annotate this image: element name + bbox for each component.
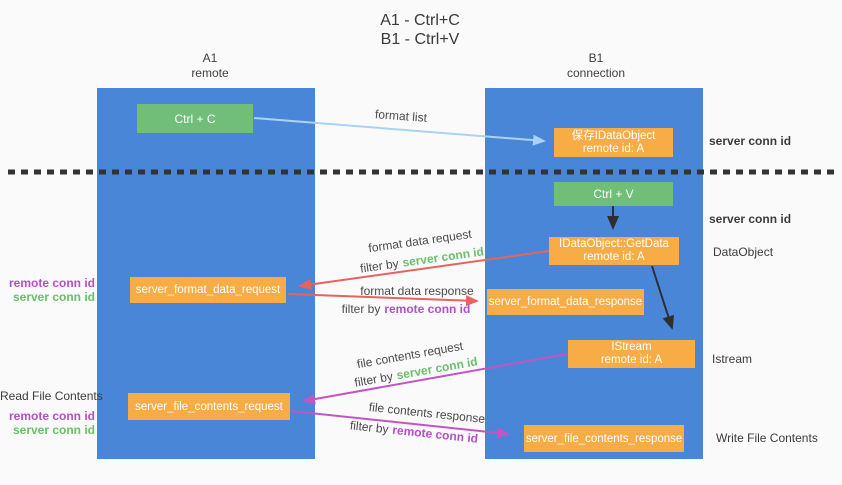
istream-line1: IStream	[611, 341, 652, 353]
label-format-data-response: format data response	[360, 284, 474, 298]
ctrl-v-box: Ctrl + V	[554, 182, 673, 206]
left-conn-id-pair-2: remote conn id server conn id	[0, 409, 95, 437]
left-server-conn-id-2: server conn id	[12, 422, 95, 437]
idataobject-getdata-line2: remote id: A	[583, 251, 645, 263]
left-read-file-contents: Read File Contents	[0, 389, 103, 403]
server-format-data-response-label: server_format_data_response	[488, 296, 643, 308]
side-server-conn-id-mid: server conn id	[709, 212, 792, 226]
remote-conn-id-text: remote conn id	[384, 302, 471, 316]
save-idataobject-line2: remote id: A	[582, 142, 645, 155]
ctrl-c-box: Ctrl + C	[137, 104, 253, 133]
left-conn-id-pair-1: remote conn id server conn id	[0, 276, 95, 304]
server-format-data-response-box: server_format_data_response	[487, 289, 644, 315]
title-line-2: B1 - Ctrl+V	[380, 31, 460, 48]
column-a1-subtitle: remote	[191, 66, 229, 80]
ctrl-v-label: Ctrl + V	[593, 187, 634, 201]
left-remote-conn-id-2: remote conn id	[8, 409, 95, 423]
server-file-contents-request-box: server_file_contents_request	[128, 393, 290, 420]
filter-by-text: filter by	[353, 369, 394, 390]
istream-line2: remote id: A	[600, 354, 663, 366]
save-idataobject-line1: 保存IDataObject	[571, 129, 656, 142]
column-header-a1: A1 remote	[150, 51, 270, 81]
server-format-data-request-label: server_format_data_request	[135, 284, 281, 296]
side-write-file-contents: Write File Contents	[716, 431, 818, 445]
label-format-list: format list	[374, 107, 428, 125]
left-server-conn-id-1: server conn id	[12, 289, 95, 304]
server-file-contents-request-label: server_file_contents_request	[135, 400, 283, 413]
column-b1-title: B1	[588, 51, 604, 65]
ctrl-c-label: Ctrl + C	[174, 111, 216, 126]
left-remote-conn-id-1: remote conn id	[8, 276, 95, 290]
remote-conn-id-text: remote conn id	[391, 422, 479, 446]
server-file-contents-response-box: server_file_contents_response	[524, 425, 684, 452]
title-line-1: A1 - Ctrl+C	[380, 12, 460, 29]
istream-box: IStream remote id: A	[568, 340, 695, 368]
save-idataobject-box: 保存IDataObject remote id: A	[554, 128, 673, 157]
filter-by-text: filter by	[359, 256, 400, 276]
filter-by-text: filter by	[349, 418, 390, 437]
filter-by-text: filter by	[341, 302, 381, 316]
server-format-data-request-box: server_format_data_request	[130, 277, 286, 303]
idataobject-getdata-box: IDataObject::GetData remote id: A	[549, 237, 679, 265]
column-header-b1: B1 connection	[536, 51, 656, 81]
server-file-contents-response-label: server_file_contents_response	[525, 432, 683, 445]
side-istream: Istream	[712, 352, 753, 366]
column-a1-title: A1	[202, 51, 218, 65]
column-b1-subtitle: connection	[566, 66, 626, 80]
side-dataobject: DataObject	[713, 245, 774, 259]
diagram-title: A1 - Ctrl+C B1 - Ctrl+V	[310, 11, 530, 49]
idataobject-getdata-line1: IDataObject::GetData	[559, 238, 669, 250]
side-server-conn-id-top: server conn id	[709, 134, 792, 148]
